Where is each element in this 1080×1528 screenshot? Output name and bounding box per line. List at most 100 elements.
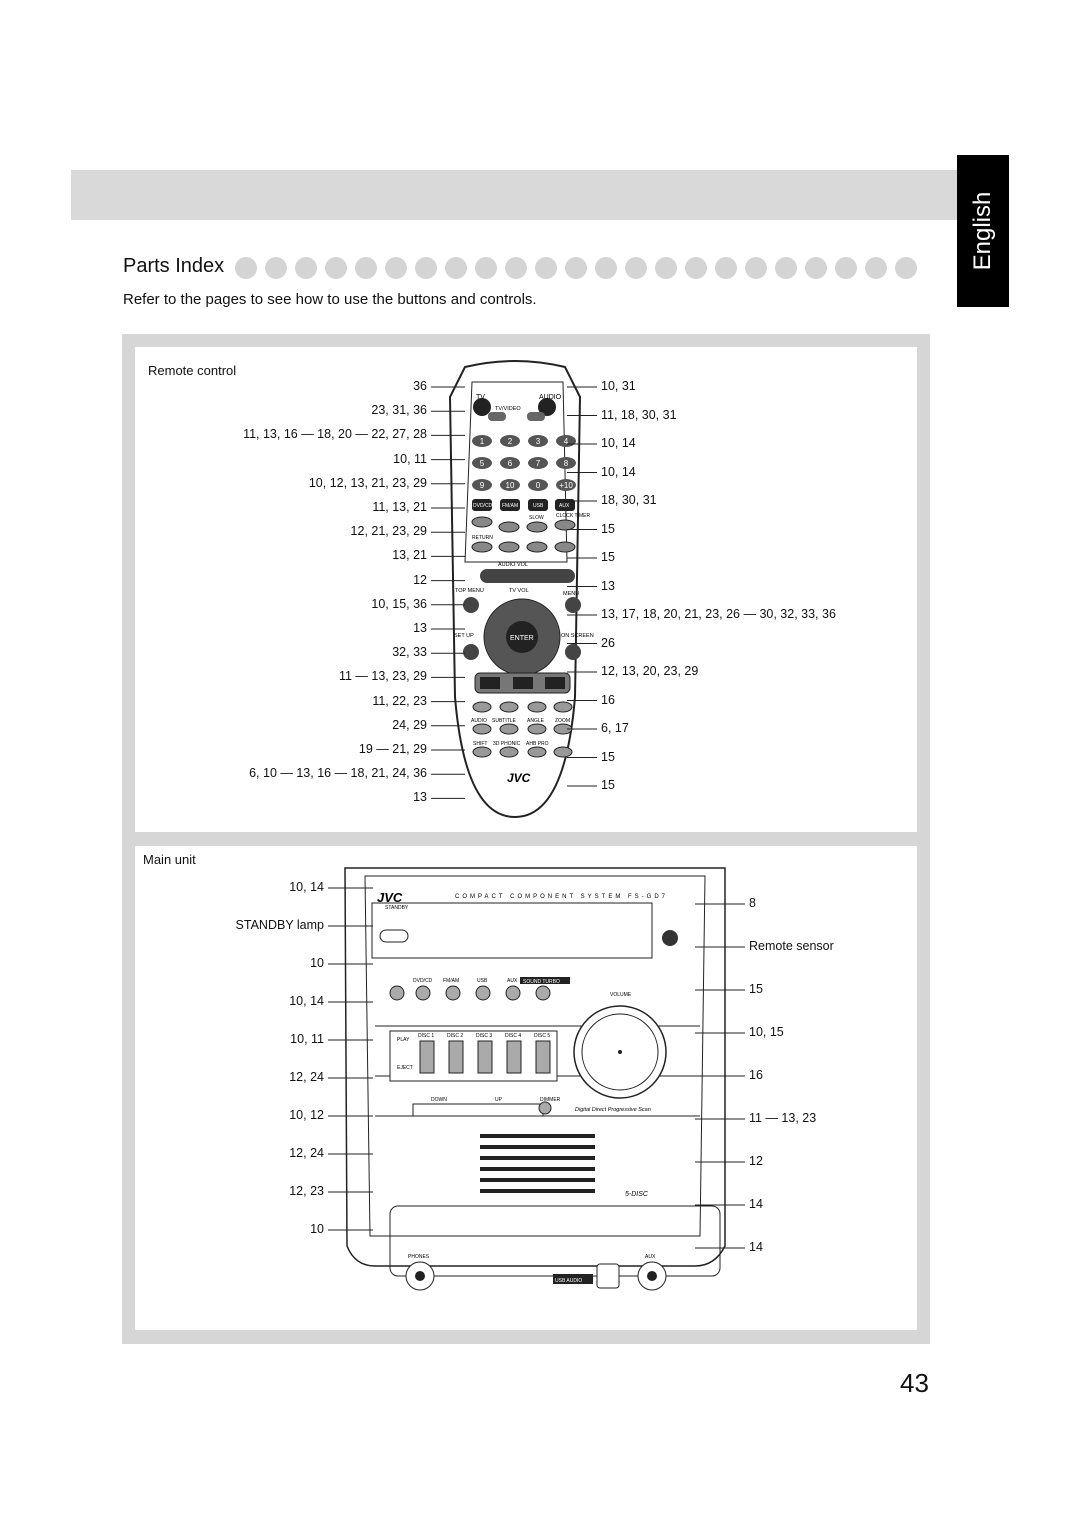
digit-button bbox=[472, 457, 492, 469]
svg-text:TOP MENU: TOP MENU bbox=[455, 588, 484, 594]
digit-label: 9 bbox=[480, 481, 485, 490]
svg-text:FM/AM: FM/AM bbox=[443, 978, 459, 984]
disc-label: DISC 2 bbox=[447, 1033, 463, 1039]
speaker-grille-slat bbox=[480, 1145, 595, 1149]
decorative-circle bbox=[775, 257, 797, 279]
page-reference: 23, 31, 36 bbox=[371, 403, 427, 418]
decorative-circle bbox=[655, 257, 677, 279]
page-reference: 26 bbox=[601, 635, 615, 650]
page-reference: 16 bbox=[601, 692, 615, 707]
svg-text:AUDIO VOL: AUDIO VOL bbox=[498, 562, 528, 568]
model-text: COMPACT COMPONENT SYSTEM FS-GD7 bbox=[455, 894, 668, 900]
page-reference: 12 bbox=[749, 1154, 763, 1168]
decorative-circle bbox=[295, 257, 317, 279]
svg-text:5-DISC: 5-DISC bbox=[625, 1191, 649, 1198]
decorative-circle bbox=[565, 257, 587, 279]
tv-label: TV bbox=[476, 394, 485, 401]
page-reference: 14 bbox=[749, 1197, 763, 1211]
page-reference: 10, 11 bbox=[393, 451, 427, 466]
page-reference: 10 bbox=[310, 1222, 324, 1236]
svg-text:UP: UP bbox=[495, 1097, 503, 1103]
svg-text:ZOOM: ZOOM bbox=[555, 718, 570, 724]
svg-text:FM/AM: FM/AM bbox=[502, 503, 518, 509]
page-reference: 15 bbox=[601, 778, 615, 792]
svg-text:DIMMER: DIMMER bbox=[540, 1097, 561, 1103]
svg-text:ANGLE: ANGLE bbox=[527, 718, 545, 724]
page-reference: 10, 15 bbox=[749, 1025, 784, 1039]
digit-button bbox=[500, 479, 520, 491]
disc-tray bbox=[506, 1040, 522, 1074]
decorative-circle bbox=[745, 257, 767, 279]
disc-tray bbox=[419, 1040, 435, 1074]
svg-text:USB AUDIO: USB AUDIO bbox=[555, 1278, 582, 1284]
main-unit-label: Main unit bbox=[143, 852, 196, 867]
page-reference: 15 bbox=[601, 521, 615, 536]
remote-control-label: Remote control bbox=[148, 363, 237, 378]
language-tab: English bbox=[957, 155, 1009, 307]
page-reference: 11, 13, 21 bbox=[372, 500, 427, 514]
digit-label: +10 bbox=[559, 481, 573, 490]
svg-text:SOUND TURBO: SOUND TURBO bbox=[523, 979, 560, 985]
page-reference: 11, 13, 16 — 18, 20 — 22, 27, 28 bbox=[243, 427, 427, 442]
svg-text:MENU: MENU bbox=[563, 591, 579, 597]
svg-text:TV VOL: TV VOL bbox=[509, 588, 529, 594]
main-unit-illustration: JVC COMPACT COMPONENT SYSTEM FS-GD7 STAN… bbox=[328, 867, 745, 1291]
disc-label: DISC 5 bbox=[534, 1033, 550, 1039]
page-reference: 10, 11 bbox=[290, 1032, 324, 1046]
svg-text:DVD/CD: DVD/CD bbox=[413, 978, 433, 984]
speaker-grille-slat bbox=[480, 1156, 595, 1160]
decorative-circle bbox=[865, 257, 887, 279]
svg-text:RETURN: RETURN bbox=[472, 535, 493, 541]
svg-text:CLOCK TIMER: CLOCK TIMER bbox=[556, 513, 590, 519]
digit-button bbox=[556, 457, 576, 469]
page-reference: 18, 30, 31 bbox=[601, 493, 657, 507]
page-reference: 12 bbox=[413, 572, 427, 587]
svg-text:AHB PRO: AHB PRO bbox=[526, 741, 549, 747]
page-reference: Remote sensor bbox=[749, 939, 834, 953]
svg-text:DVD/CD: DVD/CD bbox=[473, 503, 493, 509]
disc-tray bbox=[477, 1040, 493, 1074]
svg-text:SHIFT: SHIFT bbox=[473, 741, 487, 747]
svg-text:AUDIO: AUDIO bbox=[471, 718, 487, 724]
page-reference: 19 — 21, 29 bbox=[358, 742, 427, 756]
page-reference: 13, 21 bbox=[392, 548, 427, 563]
decorative-circle bbox=[445, 257, 467, 279]
svg-text:SUBTITLE: SUBTITLE bbox=[492, 718, 517, 724]
remote-jvc-logo: JVC bbox=[507, 771, 531, 785]
digit-button bbox=[472, 479, 492, 491]
disc-tray bbox=[448, 1040, 464, 1074]
section-title: Parts Index bbox=[123, 255, 225, 277]
svg-text:PLAY: PLAY bbox=[397, 1037, 410, 1043]
digit-button bbox=[528, 435, 548, 447]
page-reference: 11 — 13, 23, 29 bbox=[338, 669, 427, 684]
digit-label: 6 bbox=[508, 459, 513, 468]
main-unit-box: Main unit JVC COMPACT COMPONENT SYSTEM F… bbox=[135, 846, 917, 1330]
decorative-circle bbox=[325, 257, 347, 279]
page-reference: 15 bbox=[601, 550, 615, 564]
decorative-circle bbox=[385, 257, 407, 279]
header-bar bbox=[71, 170, 958, 220]
svg-text:USB: USB bbox=[533, 503, 544, 509]
decorative-circle bbox=[685, 257, 707, 279]
page-reference: 10, 14 bbox=[289, 880, 324, 894]
main-unit-jvc-logo: JVC bbox=[377, 890, 403, 905]
svg-text:EJECT: EJECT bbox=[397, 1065, 413, 1071]
svg-text:STANDBY: STANDBY bbox=[385, 905, 409, 911]
digit-label: 4 bbox=[564, 437, 569, 446]
page-reference: 15 bbox=[601, 749, 615, 764]
svg-text:ON SCREEN: ON SCREEN bbox=[561, 633, 594, 639]
page-reference: 13 bbox=[413, 621, 427, 635]
digit-label: 0 bbox=[536, 481, 541, 490]
page-reference: 10, 15, 36 bbox=[371, 596, 427, 611]
decorative-circle bbox=[355, 257, 377, 279]
page-reference: 10, 12 bbox=[289, 1108, 324, 1122]
digit-label: 10 bbox=[506, 481, 515, 490]
decorative-circle bbox=[715, 257, 737, 279]
page-reference: 16 bbox=[749, 1068, 763, 1082]
svg-text:SET UP: SET UP bbox=[454, 633, 474, 639]
page-reference: 14 bbox=[749, 1240, 763, 1254]
